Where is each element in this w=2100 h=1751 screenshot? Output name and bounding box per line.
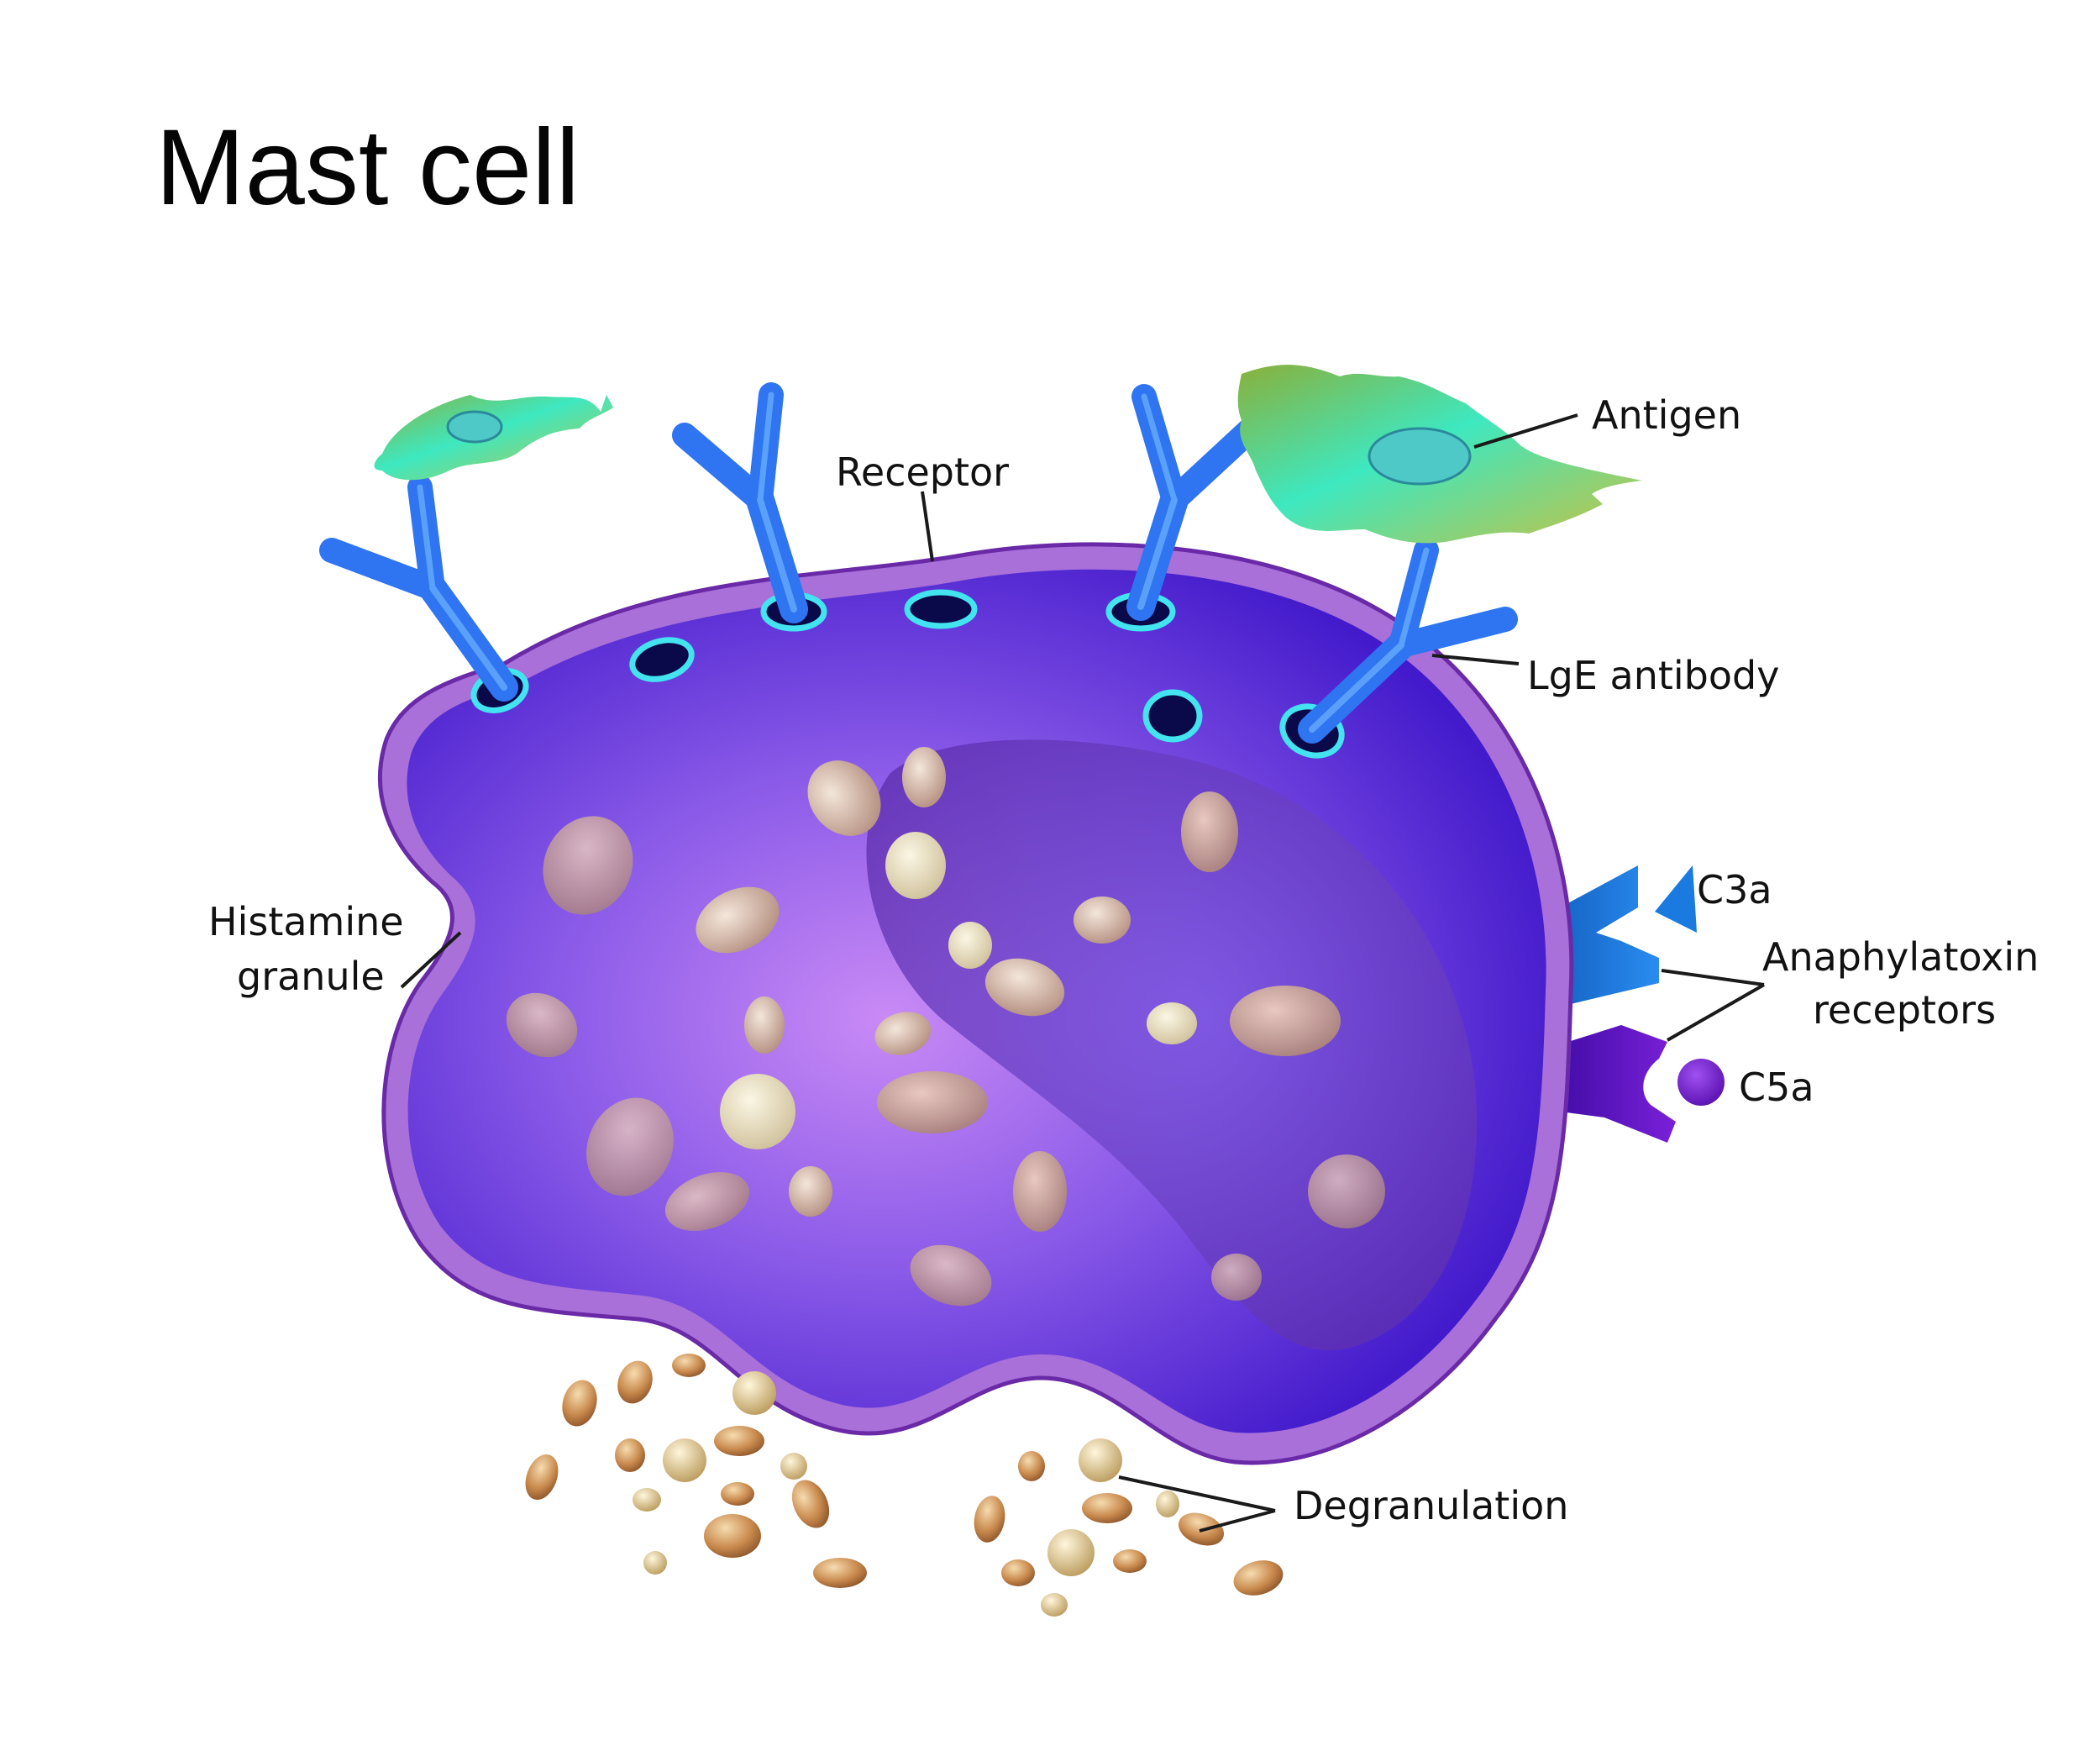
- released-granule: [525, 1454, 559, 1501]
- antigen-small: [374, 395, 613, 481]
- released-granule: [1018, 1451, 1045, 1481]
- ige-antibody-label: LgE antibody: [1527, 653, 1779, 698]
- released-granule: [704, 1514, 761, 1558]
- granule: [543, 816, 633, 915]
- released-granule: [780, 1453, 807, 1480]
- released-granule: [617, 1360, 653, 1404]
- granule: [984, 958, 1065, 1017]
- c3a-label: C3a: [1697, 867, 1772, 912]
- granule: [1074, 897, 1131, 944]
- released-granule: [813, 1558, 867, 1588]
- granule: [1230, 986, 1341, 1056]
- ige-antibody: [319, 475, 518, 702]
- released-granule: [1113, 1549, 1147, 1573]
- leader-lines: [400, 413, 1765, 1533]
- granule: [1181, 791, 1238, 872]
- released-granule: [1041, 1593, 1068, 1617]
- granule: [506, 992, 578, 1058]
- granule: [874, 1012, 932, 1055]
- granule: [902, 747, 946, 807]
- granule: [789, 1166, 832, 1217]
- released-granule: [721, 1482, 754, 1506]
- granule: [877, 1071, 988, 1133]
- released-granule: [714, 1426, 764, 1456]
- released-granule: [1079, 1438, 1122, 1482]
- c5a-label: C5a: [1739, 1065, 1814, 1110]
- histamine-granule-label-line1: Histamine: [208, 899, 404, 944]
- released-granule: [974, 1496, 1005, 1543]
- receptor-ring: [629, 637, 695, 682]
- granule: [1147, 1002, 1197, 1044]
- released-granule: [643, 1551, 667, 1575]
- receptor-ring: [1142, 689, 1203, 743]
- granule: [1013, 1151, 1067, 1232]
- granule: [1308, 1154, 1385, 1228]
- receptor-label: Receptor: [836, 450, 1009, 495]
- granule: [720, 1074, 795, 1149]
- released-granule: [791, 1480, 830, 1528]
- granule: [885, 832, 946, 899]
- granule: [910, 1244, 992, 1307]
- c3a-ligand: [1655, 865, 1697, 933]
- granule: [807, 760, 881, 836]
- released-granule: [1156, 1491, 1179, 1517]
- page-title: Mast cell: [155, 108, 580, 228]
- granule: [948, 922, 992, 969]
- anaphylatoxin-label-line2: receptors: [1813, 987, 1996, 1033]
- released-granule: [562, 1380, 597, 1427]
- antigen-large: [1237, 365, 1642, 544]
- degranulation-granules: [525, 1354, 1284, 1617]
- degranulation-label: Degranulation: [1294, 1483, 1568, 1528]
- receptor-ring: [904, 589, 978, 629]
- released-granule: [663, 1438, 706, 1482]
- granule: [1211, 1254, 1262, 1301]
- c5a-receptor: [1541, 1025, 1676, 1143]
- released-granule: [1082, 1493, 1132, 1523]
- released-granule: [633, 1488, 661, 1512]
- granule: [744, 996, 785, 1054]
- released-granule: [615, 1438, 645, 1472]
- released-granule: [1001, 1559, 1035, 1586]
- granule: [664, 1172, 750, 1231]
- granule: [696, 886, 780, 954]
- released-granule: [1233, 1560, 1284, 1596]
- histamine-granule-label-line2: granule: [237, 954, 385, 999]
- anaphylatoxin-label-line1: Anaphylatoxin: [1762, 934, 2039, 980]
- granule: [586, 1097, 674, 1196]
- released-granule: [1047, 1529, 1095, 1576]
- ige-antibody: [672, 382, 808, 623]
- c5a-ligand: [1677, 1059, 1725, 1106]
- antibody-highlights: [417, 392, 1430, 733]
- released-granule: [732, 1371, 776, 1415]
- released-granule: [672, 1354, 706, 1377]
- antigen-label: Antigen: [1592, 392, 1741, 438]
- histamine-granules: [506, 747, 1385, 1307]
